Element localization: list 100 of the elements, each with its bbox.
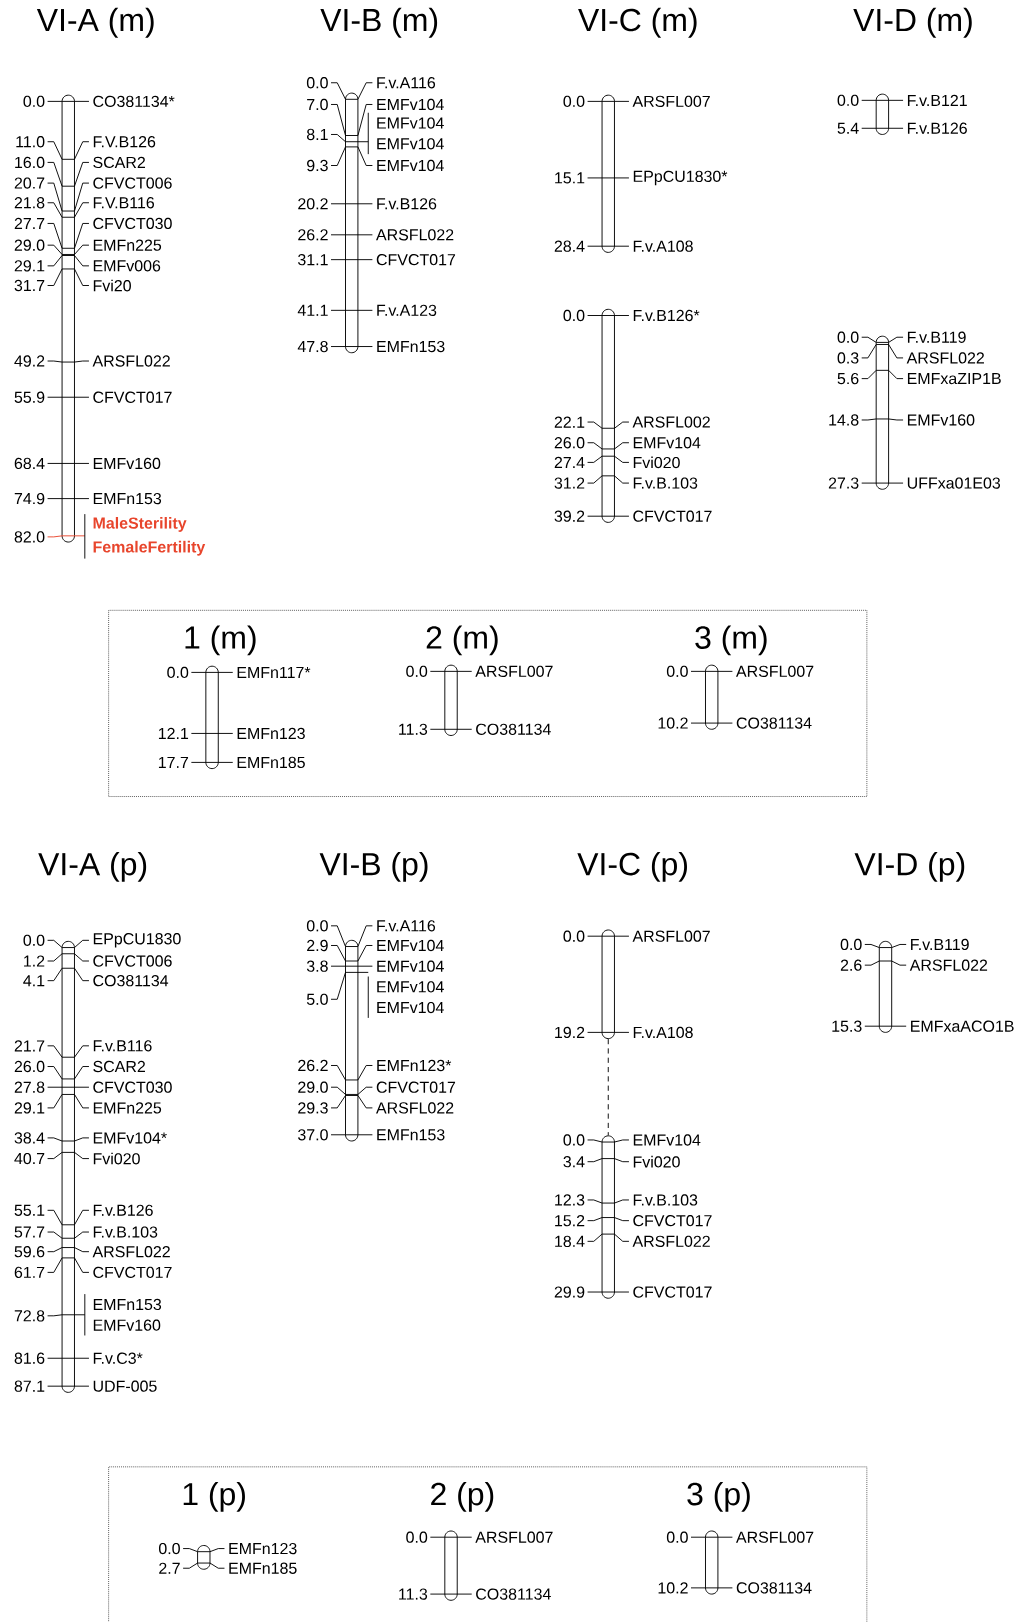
position-label: 15.2 — [555, 1215, 585, 1227]
marker-name: EMFv104 — [377, 1001, 444, 1014]
position-label: 26.2 — [298, 229, 328, 241]
position-label: 29.9 — [554, 1286, 585, 1298]
marker-name: CFVCT030 — [93, 217, 172, 230]
chromosome-bar — [601, 1135, 615, 1299]
position-label: 2.9 — [307, 939, 328, 952]
position-label: 55.1 — [14, 1204, 45, 1216]
marker-name: ARSFL022 — [375, 1102, 454, 1114]
chromosome-bar — [704, 1530, 719, 1595]
marker-name: EMFxaACO1B — [910, 1020, 1014, 1032]
position-label: 49.2 — [14, 355, 45, 367]
marker-name: Fvi20 — [93, 279, 131, 292]
position-label: 0.0 — [666, 1531, 688, 1543]
position-label: 29.1 — [14, 260, 45, 272]
position-label: 5.6 — [837, 372, 859, 385]
position-label: 0.0 — [23, 934, 45, 946]
position-label: 21.7 — [14, 1040, 45, 1052]
marker-name: EMFn225 — [93, 1102, 161, 1114]
position-label: 29.3 — [298, 1102, 328, 1114]
position-label: 31.7 — [14, 279, 45, 292]
chromosome-bar — [344, 92, 359, 354]
group-title: VI-A (m) — [36, 7, 154, 38]
marker-name: F.v.C3* — [93, 1352, 143, 1364]
position-label: 26.2 — [298, 1059, 328, 1072]
position-label: 12.3 — [555, 1194, 585, 1206]
marker-name: ARSFL007 — [735, 665, 814, 677]
marker-name: F.v.A108 — [633, 1026, 693, 1039]
marker-name: F.v.B126 — [907, 122, 967, 134]
marker-name: EMFv160 — [93, 457, 161, 470]
marker-name: EMFn117* — [237, 666, 311, 678]
marker-name: EMFv104 — [377, 117, 444, 129]
group-title: 2 (m) — [426, 625, 498, 656]
marker-name: EMFxaZIP1B — [907, 373, 1001, 385]
marker-name: EMFv104 — [377, 138, 444, 150]
position-label: 39.2 — [554, 510, 585, 522]
position-label: 27.7 — [14, 217, 45, 229]
group-title: VI-D (m) — [853, 7, 972, 38]
position-label: 11.3 — [399, 723, 427, 735]
marker-name: EMFv104* — [93, 1132, 167, 1144]
position-label: 40.7 — [14, 1152, 45, 1165]
group-frame — [108, 609, 868, 797]
group-title: VI-B (m) — [320, 7, 437, 38]
position-label: 7.0 — [307, 98, 328, 111]
group-frame — [108, 1466, 868, 1622]
position-label: 10.2 — [658, 1582, 688, 1594]
chromosome-bar — [61, 94, 75, 543]
position-label: 20.7 — [14, 177, 45, 189]
marker-name: EMFn153 — [93, 1298, 161, 1311]
position-label: 29.0 — [14, 239, 45, 251]
position-label: 27.3 — [828, 477, 859, 489]
chromosome-bar — [601, 94, 615, 253]
marker-name: ARSFL022 — [632, 1235, 710, 1247]
group-title: VI-C (p) — [577, 851, 687, 882]
position-label: 38.4 — [14, 1132, 45, 1144]
position-label: 82.0 — [14, 531, 45, 543]
position-label: 74.9 — [14, 492, 45, 505]
position-label: 21.8 — [14, 197, 45, 209]
position-label: 37.0 — [297, 1129, 328, 1141]
position-label: 15.1 — [555, 172, 585, 184]
position-label: 15.3 — [832, 1020, 862, 1032]
position-label: 5.0 — [306, 993, 328, 1005]
marker-name: EMFn153 — [377, 340, 445, 353]
marker-name: F.v.B119 — [910, 938, 969, 951]
position-label: 9.3 — [306, 159, 328, 172]
position-label: 29.1 — [14, 1102, 45, 1114]
marker-name: CO381134 — [736, 1582, 812, 1594]
position-label: 29.0 — [298, 1081, 328, 1093]
marker-name: F.v.B126* — [633, 309, 700, 322]
marker-name: EMFv160 — [907, 414, 975, 426]
position-label: 26.0 — [554, 437, 585, 449]
marker-name: EMFn153 — [93, 492, 161, 505]
position-label: 4.1 — [23, 975, 45, 987]
marker-name: UFFxa01E03 — [907, 477, 1000, 489]
chromosome-bar — [205, 665, 219, 770]
position-label: 0.0 — [306, 77, 328, 89]
position-label: 14.8 — [829, 414, 859, 426]
marker-name: F.v.A123 — [377, 304, 437, 316]
position-label: 0.0 — [406, 665, 428, 677]
group-title: VI-B (p) — [319, 851, 428, 882]
marker-name: F.v.B119 — [907, 331, 966, 343]
position-label: 31.1 — [297, 254, 328, 266]
marker-name: Fvi020 — [633, 1155, 680, 1168]
marker-name: CO381134 — [476, 723, 551, 735]
position-label: 0.0 — [840, 938, 862, 951]
marker-name: EMFn185 — [237, 756, 305, 769]
position-label: 18.4 — [555, 1235, 585, 1247]
marker-name: EMFv104 — [377, 960, 444, 972]
marker-name: F.v.A116 — [377, 77, 435, 89]
marker-name: CO381134 — [476, 1588, 551, 1600]
position-label: 0.0 — [563, 1134, 585, 1146]
marker-name: ARSFL022 — [909, 959, 987, 971]
position-label: 57.7 — [14, 1226, 45, 1238]
group-title: VI-D (p) — [854, 851, 965, 882]
marker-name: SCAR2 — [93, 1060, 145, 1073]
marker-name: F.V.B126 — [93, 136, 156, 148]
position-label: 0.0 — [23, 95, 45, 108]
marker-name: EMFv104 — [377, 939, 444, 952]
marker-name: EMFv006 — [93, 260, 161, 272]
marker-name: CO381134 — [736, 717, 812, 729]
